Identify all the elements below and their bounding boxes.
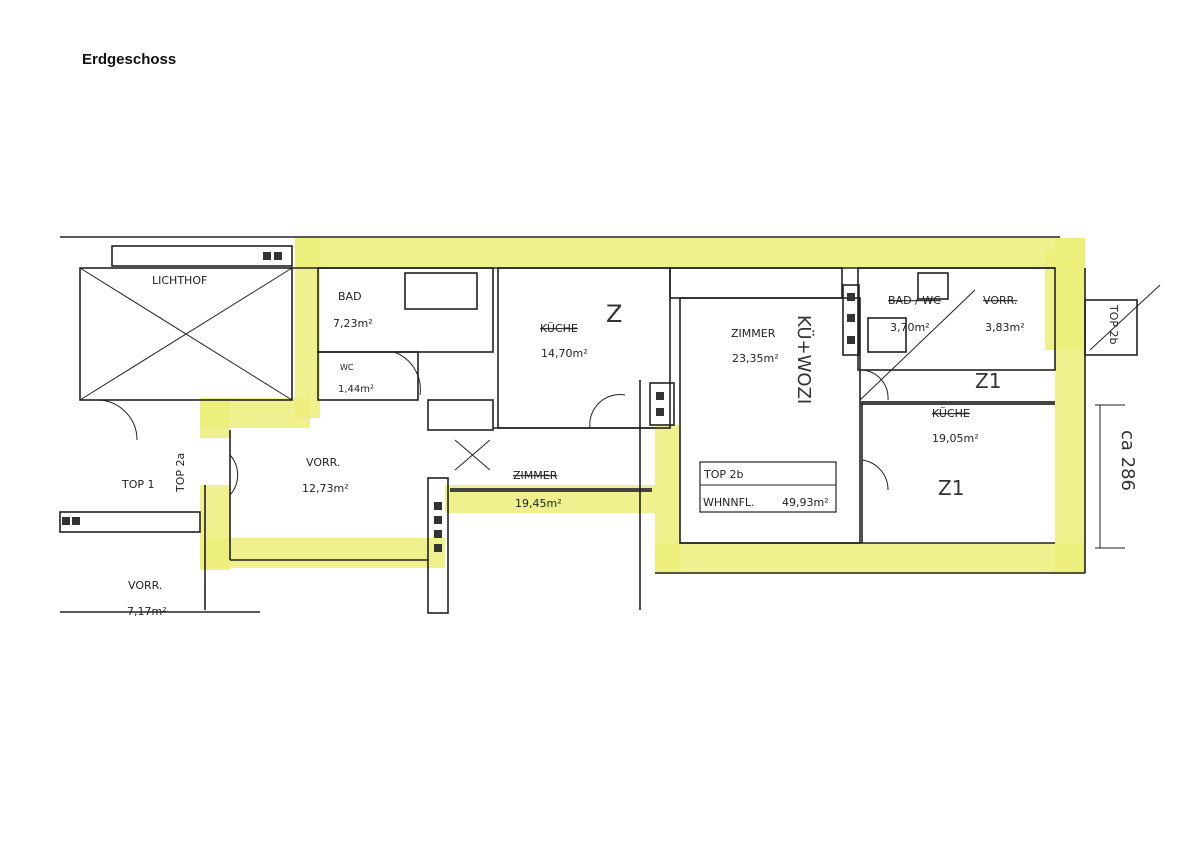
room-label-bad: BAD [338,290,362,303]
room-area-wc: 1,44m² [338,384,374,395]
unit-info-box: TOP 2b WHNNFL. 49,93m² [699,461,837,513]
unit-box-label: WHNNFL. [703,496,755,509]
room-label-lichthof: LICHTHOF [152,274,207,287]
unit-box-area: 49,93m² [782,496,829,509]
walls [59,236,1161,614]
highlighted-walls [200,238,1085,574]
room-label-zimmer-right: ZIMMER [731,327,776,340]
unit-label-top1: TOP 1 [121,478,155,491]
handwritten-height-note: ca 286 [1117,430,1138,491]
room-label-wc: WC [340,363,354,372]
room-area-zimmer-right: 23,35m² [732,352,779,365]
handwritten-z1-top: Z1 [975,369,1001,393]
room-area-vorr-right: 3,83m² [985,321,1025,334]
unit-label-top2a: TOP 2a [174,453,187,493]
room-area-kueche-right: 19,05m² [932,432,979,445]
unit-box-title: TOP 2b [703,468,744,481]
room-label-bad-wc: BAD / WC [888,294,941,307]
room-label-kueche-left: KÜCHE [540,322,578,335]
room-area-kueche-left: 14,70m² [541,347,588,360]
page-title: Erdgeschoss [82,51,177,68]
handwritten-z1-bottom: Z1 [938,476,964,500]
room-area-vorr-left: 7,17m² [127,605,167,618]
room-label-vorr-left: VORR. [128,579,162,592]
room-label-kueche-right: KÜCHE [932,407,970,420]
room-area-bad: 7,23m² [333,317,373,330]
room-area-vorr-mid: 12,73m² [302,482,349,495]
room-label-vorr-mid: VORR. [306,456,340,469]
chimney-blocks [62,252,855,552]
unit-label-top2b-side: TOP 2b [1107,304,1120,345]
handwritten-kue-wozi: KÜ+WOZI [793,315,815,404]
room-label-zimmer-mid: ZIMMER [513,469,558,482]
room-label-vorr-right: VORR. [983,294,1017,307]
room-area-bad-wc: 3,70m² [890,321,930,334]
room-area-zimmer-mid: 19,45m² [515,497,562,510]
handwritten-z: Z [606,300,622,328]
